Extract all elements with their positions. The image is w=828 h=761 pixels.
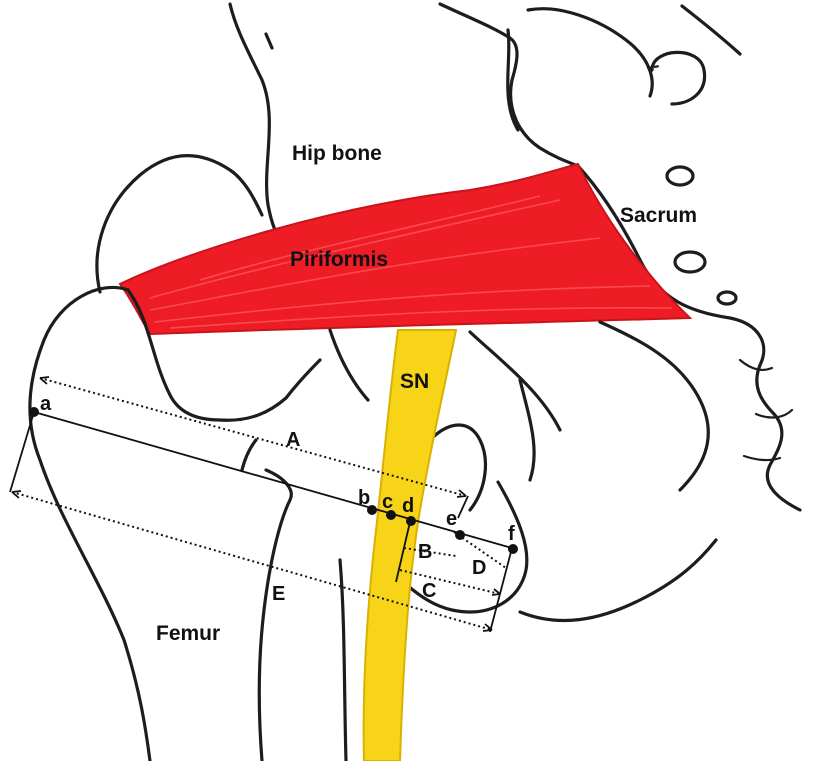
- label-sacrum: Sacrum: [620, 204, 697, 227]
- femur-outline: [30, 287, 346, 761]
- label-point-d: d: [402, 495, 414, 517]
- label-measure-a: A: [286, 429, 300, 451]
- label-femur: Femur: [156, 622, 220, 645]
- label-measure-d: D: [472, 557, 486, 579]
- label-point-b: b: [358, 487, 370, 509]
- label-measure-b: B: [418, 541, 432, 563]
- label-hip-bone: Hip bone: [292, 142, 382, 165]
- point-f: [508, 544, 518, 554]
- label-point-f: f: [508, 523, 515, 545]
- label-measure-e: E: [272, 583, 285, 605]
- label-point-e: e: [446, 508, 457, 530]
- label-point-a: a: [40, 393, 52, 415]
- label-piriformis: Piriformis: [290, 248, 388, 271]
- sacral-foramina: [648, 52, 736, 304]
- label-sciatic-nerve: SN: [400, 370, 429, 393]
- point-e: [455, 530, 465, 540]
- label-point-c: c: [382, 491, 393, 513]
- piriformis-muscle: [120, 164, 690, 334]
- sciatic-nerve: [364, 330, 456, 761]
- label-measure-c: C: [422, 580, 436, 602]
- point-a: [29, 407, 39, 417]
- point-d: [406, 516, 416, 526]
